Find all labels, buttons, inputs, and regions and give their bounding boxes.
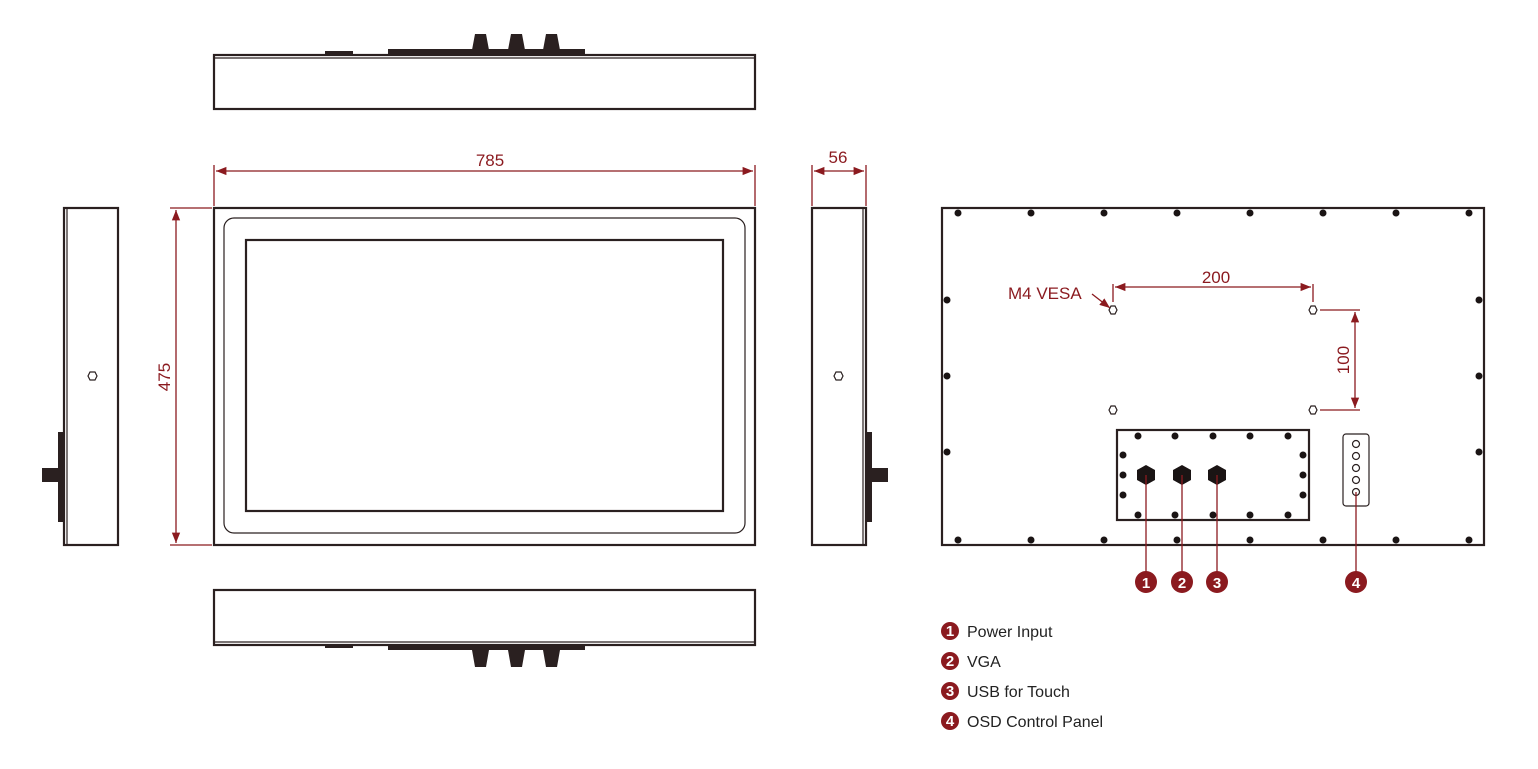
svg-text:3: 3 — [946, 683, 954, 700]
screw-icon — [1299, 491, 1307, 499]
top-view — [212, 34, 757, 111]
screw-icon — [1209, 432, 1217, 440]
connector-icon — [472, 34, 560, 50]
vesa-horizontal-dim: 200 — [1202, 268, 1230, 287]
screw-icon — [943, 372, 951, 380]
legend-item: 3 USB for Touch — [941, 682, 1070, 701]
screw-icon — [1134, 511, 1142, 519]
screw-icon — [1299, 451, 1307, 459]
screw-icon — [943, 448, 951, 456]
bottom-view — [212, 588, 757, 667]
svg-text:2: 2 — [1178, 575, 1186, 592]
screw-icon — [1284, 511, 1292, 519]
screw-icon — [1100, 209, 1108, 217]
screw-icon — [1119, 451, 1127, 459]
screw-icon — [1171, 511, 1179, 519]
screw-icon — [1246, 511, 1254, 519]
screw-icon — [1475, 296, 1483, 304]
screw-icon — [1319, 209, 1327, 217]
width-dimension: 785 — [213, 151, 756, 206]
rear-view — [940, 206, 1486, 572]
legend-item: 4 OSD Control Panel — [941, 712, 1103, 731]
svg-text:USB for Touch: USB for Touch — [967, 684, 1070, 701]
svg-text:4: 4 — [946, 713, 955, 730]
screw-icon — [1319, 536, 1327, 544]
screw-icon — [1392, 209, 1400, 217]
svg-text:4: 4 — [1352, 575, 1361, 592]
legend: 1 Power Input 2 VGA 3 USB for Touch 4 OSD Co… — [941, 622, 1103, 731]
legend-item: 2 VGA — [941, 652, 1001, 671]
screw-icon — [1246, 536, 1254, 544]
osd-button-icon — [1351, 439, 1361, 497]
screw-icon — [1465, 209, 1473, 217]
connector-icon — [472, 650, 560, 667]
vesa-label: M4 VESA — [1008, 284, 1082, 303]
callout-2: 2 — [1171, 571, 1193, 593]
svg-text:VGA: VGA — [967, 654, 1001, 671]
front-view — [212, 206, 757, 547]
legend-item: 1 Power Input — [941, 622, 1053, 641]
screw-icon — [954, 536, 962, 544]
screw-icon — [1209, 511, 1217, 519]
screw-icon — [1246, 432, 1254, 440]
depth-dimension: 56 — [811, 148, 867, 206]
svg-text:1: 1 — [1142, 575, 1150, 592]
left-side-view — [42, 206, 120, 547]
screw-icon — [1027, 536, 1035, 544]
screw-icon — [1392, 536, 1400, 544]
screw-icon — [1284, 432, 1292, 440]
screw-icon — [1134, 432, 1142, 440]
svg-text:OSD Control Panel: OSD Control Panel — [967, 714, 1103, 731]
screw-icon — [1299, 471, 1307, 479]
svg-text:785: 785 — [476, 151, 504, 170]
screw-icon — [1119, 471, 1127, 479]
screw-icon — [1027, 209, 1035, 217]
screw-icon — [1246, 209, 1254, 217]
svg-text:475: 475 — [155, 363, 174, 391]
screw-icon — [1171, 432, 1179, 440]
vesa-hole-icon — [1108, 305, 1318, 415]
svg-text:2: 2 — [946, 653, 954, 670]
svg-text:Power Input: Power Input — [967, 624, 1053, 641]
svg-text:56: 56 — [829, 148, 848, 167]
screw-icon — [1173, 536, 1181, 544]
svg-text:1: 1 — [946, 623, 954, 640]
screw-icon — [1119, 491, 1127, 499]
height-dimension: 475 — [155, 207, 212, 546]
right-side-view — [810, 206, 888, 547]
screw-icon — [1465, 536, 1473, 544]
screw-icon — [1173, 209, 1181, 217]
screw-icon — [954, 209, 962, 217]
screw-icon — [1475, 372, 1483, 380]
callout-3: 3 — [1206, 571, 1228, 593]
vesa-vertical-dim: 100 — [1334, 346, 1353, 374]
callout-4: 4 — [1345, 571, 1367, 593]
callout-1: 1 — [1135, 571, 1157, 593]
svg-text:3: 3 — [1213, 575, 1221, 592]
screw-icon — [1475, 448, 1483, 456]
screw-icon — [943, 296, 951, 304]
screw-icon — [1100, 536, 1108, 544]
